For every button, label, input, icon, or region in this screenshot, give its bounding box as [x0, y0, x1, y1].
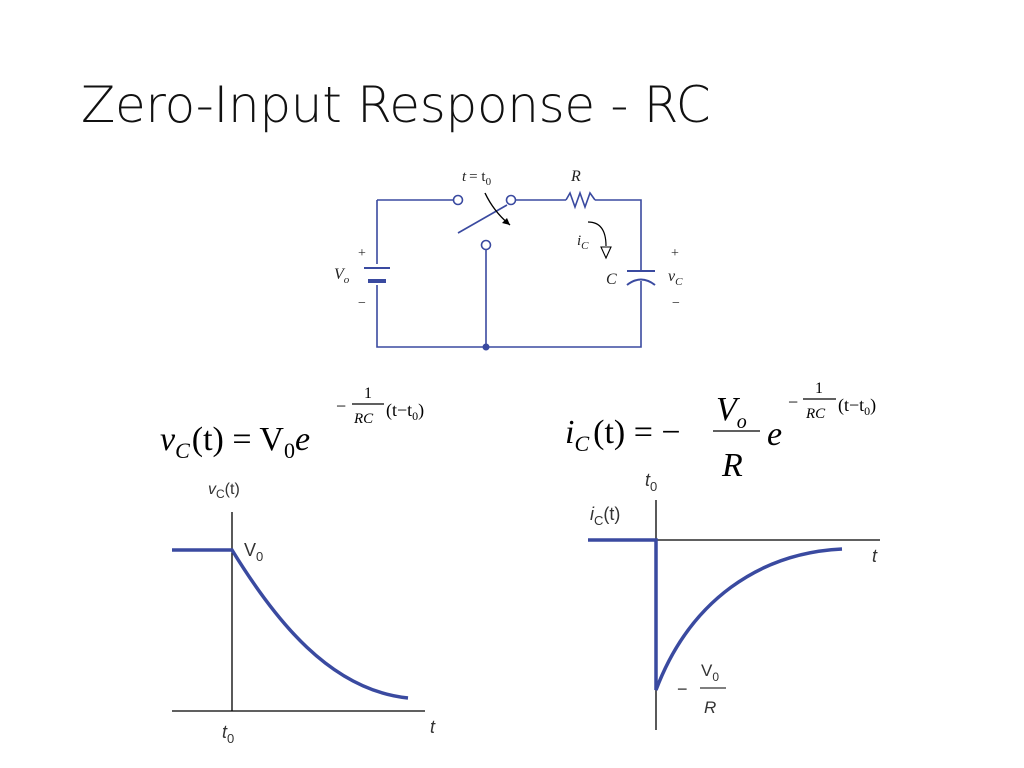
switch-label: t= t0 — [462, 169, 492, 188]
svg-text:−: − — [788, 392, 798, 412]
svg-text:R: R — [721, 447, 743, 484]
resistor-symbol — [565, 190, 596, 210]
graph-vc-ylabel: vC(t) — [208, 481, 240, 501]
source-plus: + — [358, 246, 366, 261]
source-minus: − — [358, 296, 366, 311]
graph-ic-curve — [588, 538, 843, 691]
current-arrow-head — [600, 246, 612, 260]
circuit-wire-left — [376, 199, 642, 348]
svg-text:1: 1 — [364, 385, 372, 402]
svg-text:e: e — [767, 416, 782, 453]
graph-ic-min-num: V0 — [701, 661, 719, 684]
graph-vc-t0-label: t0 — [222, 722, 234, 746]
switch-blade — [457, 204, 508, 234]
graph-vc-curve — [172, 548, 409, 700]
svg-text:iC(t) = −: iC(t) = − — [565, 414, 681, 456]
switch-arrow-head — [502, 218, 510, 225]
capacitor-bottom-plate — [626, 278, 656, 286]
graph-ic-t0-label: t0 — [645, 470, 657, 494]
svg-text:RC: RC — [353, 411, 374, 427]
switch-contact-right — [505, 194, 517, 206]
svg-text:RC: RC — [805, 406, 826, 422]
graph-vc-peak-label: V0 — [244, 540, 263, 564]
svg-text:1: 1 — [815, 380, 823, 397]
source-label: Vo — [334, 266, 350, 286]
circuit-node-dot — [482, 343, 490, 351]
vc-minus: − — [672, 296, 680, 311]
graph-ic-min-den: R — [704, 698, 716, 717]
resistor-label: R — [570, 168, 581, 185]
svg-text:−: − — [336, 396, 346, 416]
current-label: iC — [577, 233, 589, 252]
svg-text:(t−t0): (t−t0) — [838, 395, 876, 418]
slide-title: Zero-Input Response - RC — [81, 76, 711, 134]
current-arrow — [587, 221, 607, 247]
capacitor-label: C — [606, 271, 617, 288]
vc-plus: + — [671, 246, 679, 261]
graph-vc-xlabel: t — [430, 717, 436, 737]
svg-text:(t−t0): (t−t0) — [386, 400, 424, 423]
graph-ic-xlabel: t — [872, 546, 878, 566]
graph-ic-ylabel: iC(t) — [590, 504, 620, 528]
vc-label: vC — [668, 268, 683, 288]
switch-contact-left — [452, 194, 464, 206]
svg-text:vC(t) = V0e: vC(t) = V0e — [160, 421, 310, 463]
switch-contact-bottom — [480, 239, 492, 251]
graph-ic-min-sign: − — [677, 679, 688, 699]
